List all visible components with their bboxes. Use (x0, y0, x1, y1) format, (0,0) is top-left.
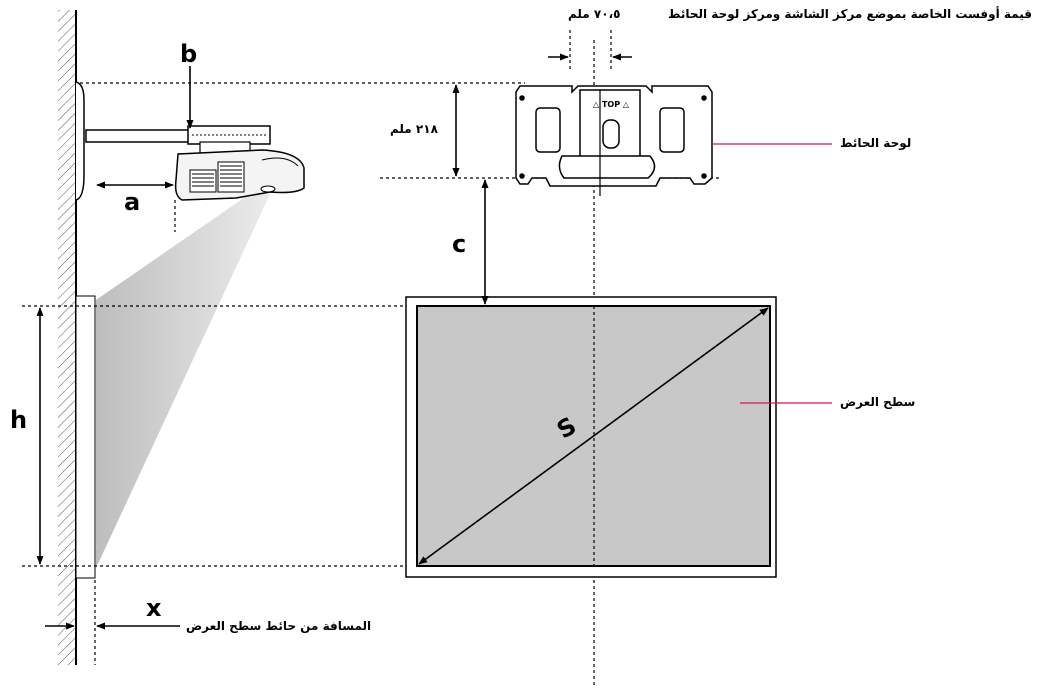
wall-plate (515, 85, 713, 187)
wall (58, 10, 77, 665)
dimension-a-label: a (124, 188, 141, 216)
offset-title: قيمة أوفست الخاصة بموضع مركز الشاشة ومرك… (668, 7, 1032, 21)
projection-light-cone (96, 184, 272, 568)
offset-value: ٧٠،٥ ملم (568, 7, 621, 21)
dimension-b-label: b (180, 40, 198, 68)
dimension-x-label: x (146, 594, 162, 622)
projector (174, 149, 305, 201)
wall-screen-edge (75, 295, 96, 579)
distance-from-wall-label: المسافة من حائط سطح العرض (186, 619, 372, 633)
projection-surface-label: سطح العرض (840, 395, 916, 409)
dimension-c-label: c (452, 230, 467, 258)
plate-top-marking: △ TOP △ (593, 100, 630, 109)
diagonal-s-arrow (418, 307, 769, 565)
plate-height-label: ٢١٨ ملم (390, 122, 438, 136)
wall-plate-label: لوحة الحائط (840, 136, 912, 150)
dimension-h-label: h (10, 406, 28, 434)
callout-lines (712, 143, 832, 404)
